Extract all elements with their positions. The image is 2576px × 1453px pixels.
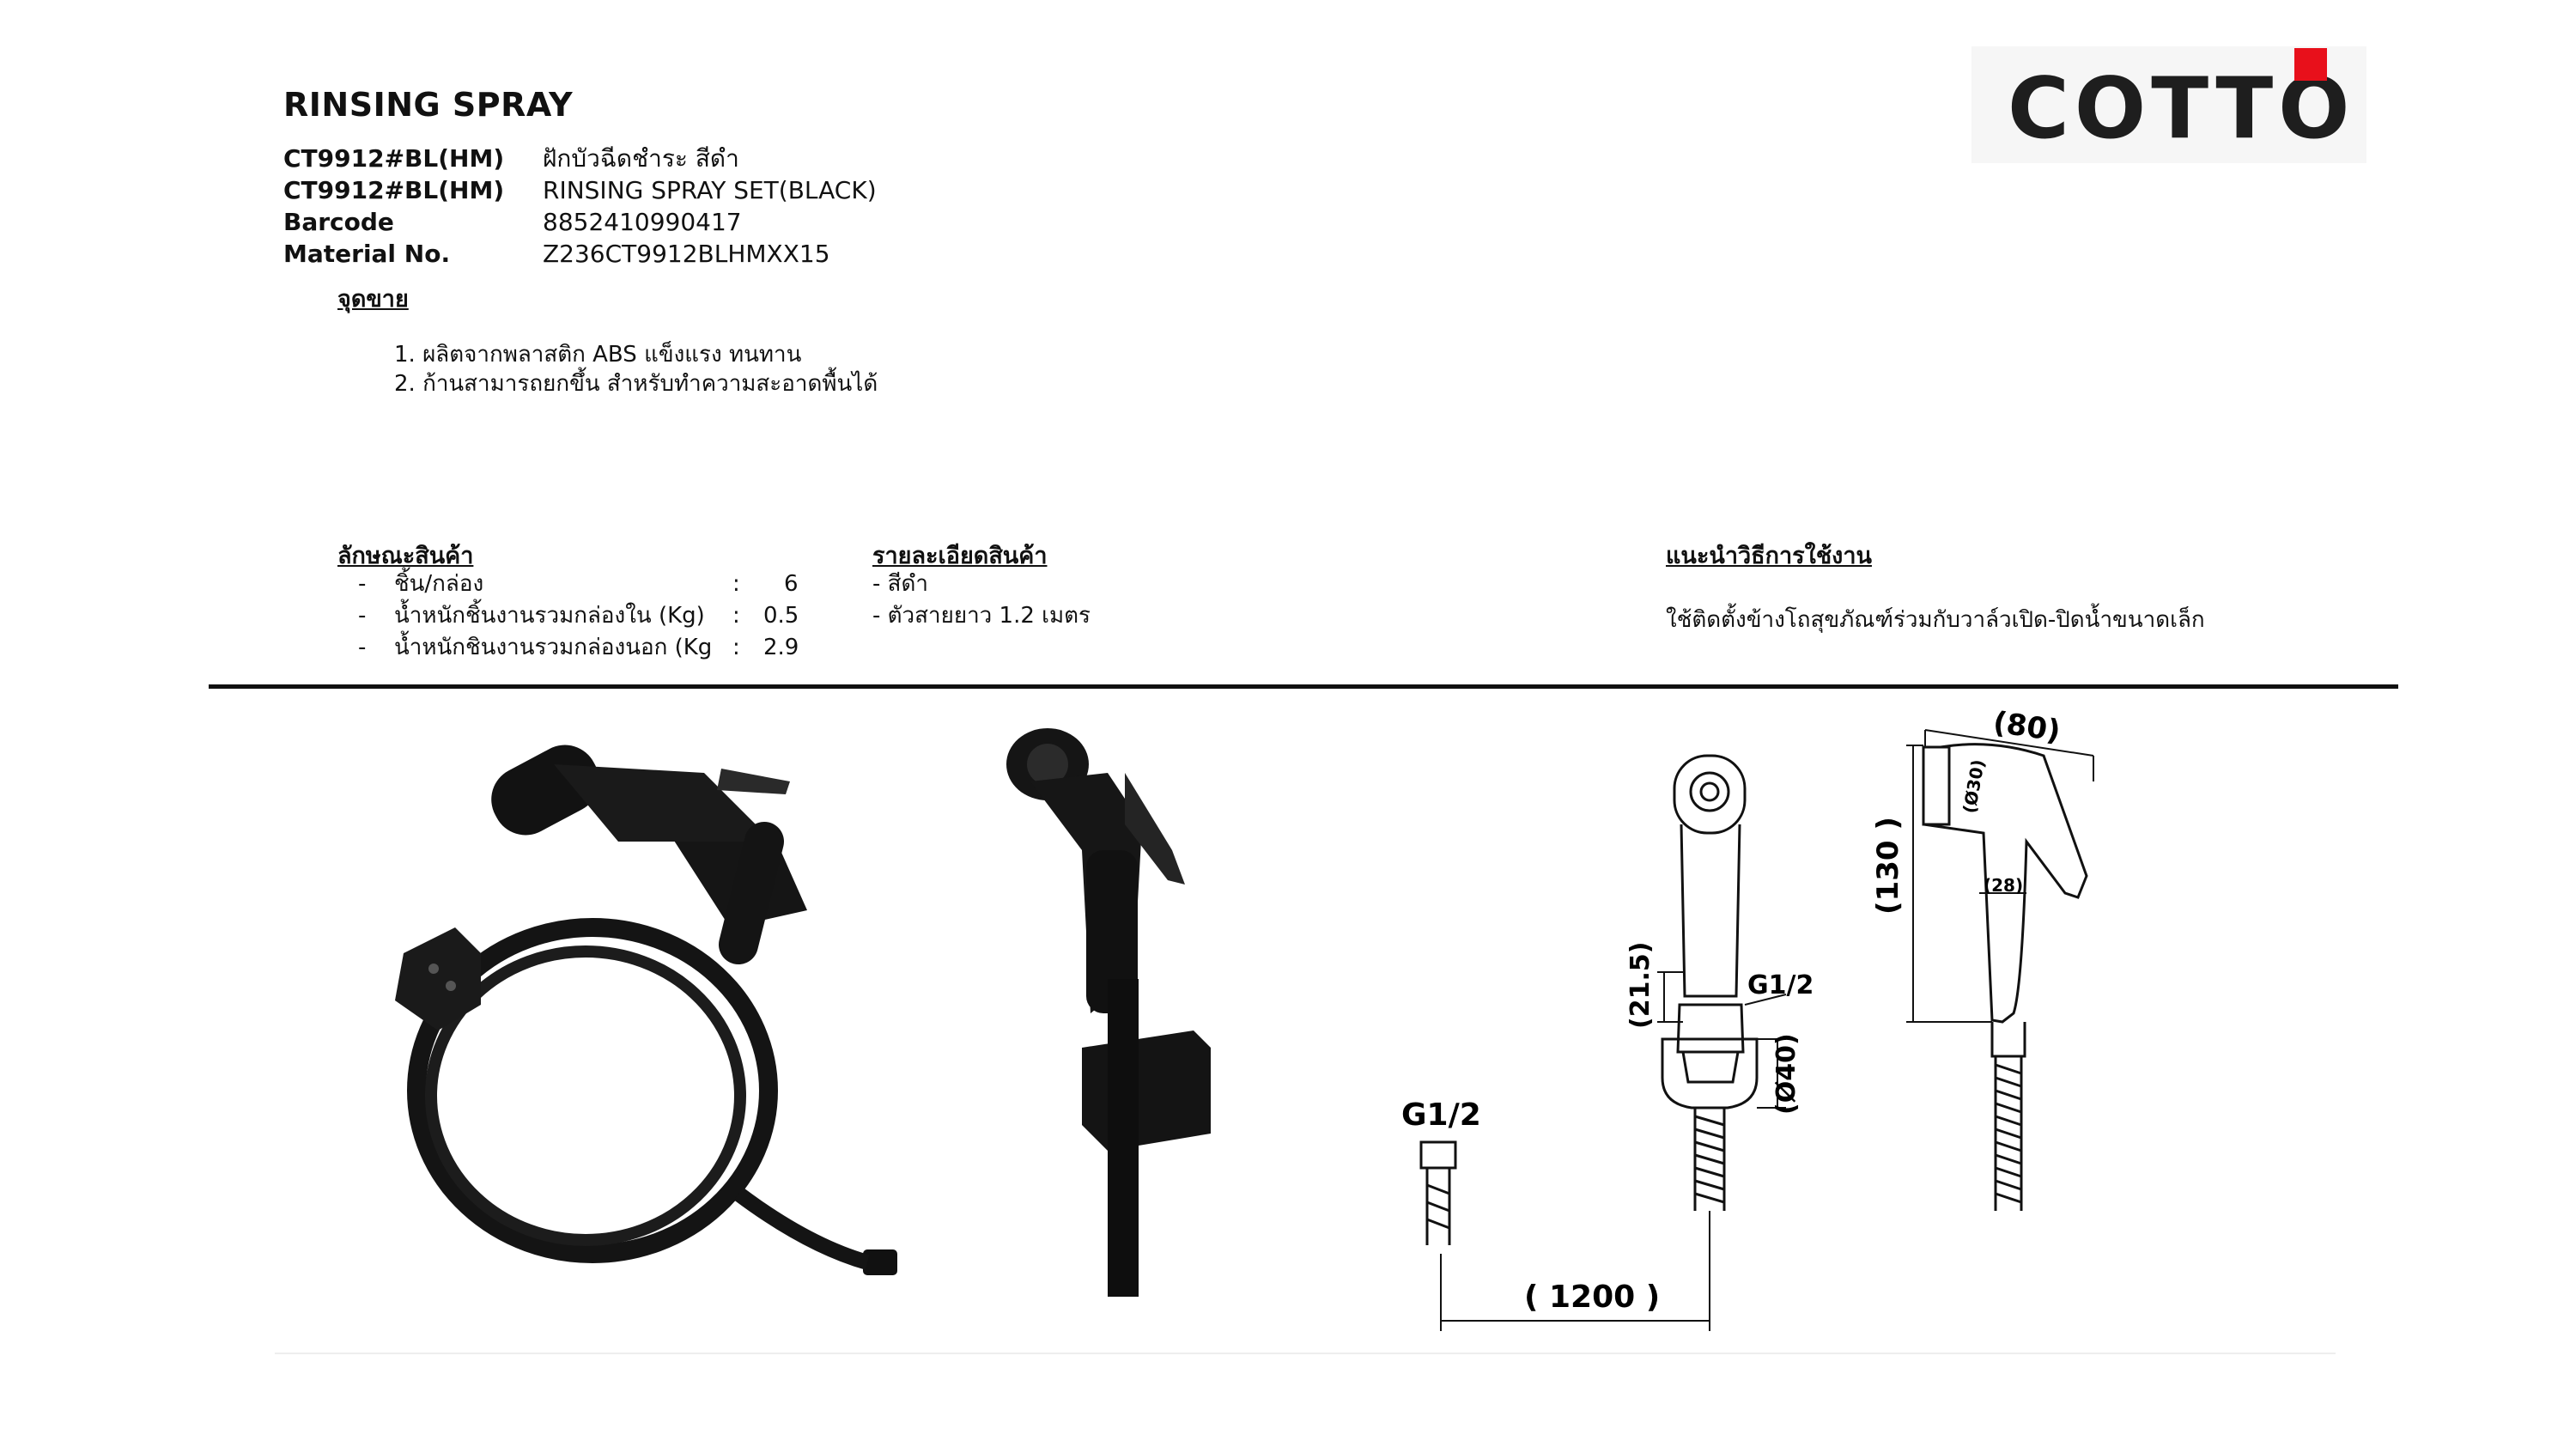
front-nozzle: [1689, 771, 1730, 812]
usage-text: ใช้ติดตั้งข้างโถสุขภัณฑ์ร่วมกับวาล์วเปิด…: [1666, 607, 2205, 633]
detail-row: - สีดำ: [872, 571, 928, 597]
front-bracket: [1661, 1037, 1759, 1110]
hose: [1108, 979, 1139, 1297]
hose-tail: [733, 1187, 870, 1270]
spec-value: ฝักบัวฉีดชำระ สีดำ: [543, 144, 739, 173]
end-fitting-hose: [1425, 1168, 1451, 1245]
section-divider: [209, 684, 2398, 689]
thread-end-label: G1/2: [1401, 1097, 1481, 1133]
dim-length-label: ( 1200 ): [1524, 1280, 1660, 1315]
spec-value: RINSING SPRAY SET(BLACK): [543, 176, 877, 204]
property-dash: -: [358, 603, 367, 629]
spray-grip: [1086, 850, 1138, 1013]
properties-heading: ลักษณะสินค้า: [337, 543, 474, 569]
product-photo-hose-set: [395, 745, 897, 1275]
selling-point: 2. ก้านสามารถยกขึ้น สำหรับทำความสะอาดพื้…: [394, 371, 878, 397]
selling-points-heading: จุดขาย: [337, 286, 409, 313]
side-collar: [1990, 1022, 2026, 1058]
spray-trigger: [717, 769, 790, 794]
front-hose-hatch: [1694, 1115, 1725, 1204]
side-hose-hatch: [1995, 1063, 2022, 1204]
dim-height-line: [1906, 745, 1992, 1023]
technical-drawing: ( 1200 ) (80) (130 ) (Ø30) (28) (21.5) (…: [1401, 705, 2094, 1331]
spec-key: Barcode: [283, 208, 394, 236]
bracket-hole: [428, 964, 439, 974]
bottom-faint-line: [275, 1353, 2336, 1354]
property-label: น้ำหนักชินงานรวมกล่องนอก (Kg: [394, 635, 713, 660]
dim-neck-label: (28): [1984, 875, 2023, 896]
spec-key: CT9912#BL(HM): [283, 144, 505, 173]
dim-clip-line: [1657, 971, 1683, 1023]
property-value: 6: [784, 571, 799, 597]
property-colon: :: [732, 603, 740, 629]
property-label: ชิ้น/กล่อง: [394, 571, 484, 597]
property-value: 0.5: [763, 603, 799, 629]
spec-key: Material No.: [283, 240, 451, 268]
property-dash: -: [358, 635, 367, 660]
side-head: [1922, 745, 1951, 826]
hose-coil-outer: [407, 918, 778, 1263]
hose-coil-inner: [425, 945, 746, 1246]
property-value: 2.9: [763, 635, 799, 660]
bracket-hole: [446, 981, 456, 991]
dim-base-line: [1757, 1038, 1786, 1109]
details-heading: รายละเอียดสินค้า: [872, 543, 1048, 569]
side-hose-outline: [1994, 1056, 2023, 1211]
front-nozzle-inner: [1699, 781, 1720, 802]
spec-value: 8852410990417: [543, 208, 742, 236]
spec-value: Z236CT9912BLHMXX15: [543, 240, 830, 268]
selling-points-list: 1. ผลิตจากพลาสติก ABS แข็งแรง ทนทาน 2. ก…: [394, 340, 878, 398]
selling-point: 1. ผลิตจากพลาสติก ABS แข็งแรง ทนทาน: [394, 342, 802, 368]
front-body-outline: [1680, 824, 1741, 998]
spray-body: [554, 764, 773, 842]
end-fitting-hatch: [1426, 1183, 1450, 1230]
detail-row: - ตัวสายยาว 1.2 เมตร: [872, 603, 1091, 629]
side-body-outline: [1922, 743, 2088, 1024]
dim-width-line: [1924, 729, 2094, 781]
logo-text: COTTO: [2008, 60, 2355, 158]
product-photo-mounted: [1006, 728, 1211, 1297]
end-fitting-nut: [1419, 1140, 1457, 1170]
property-dash: -: [358, 571, 367, 597]
spray-neck: [719, 822, 784, 964]
dim-length-line: [1440, 1211, 1710, 1331]
logo-red-square: [2294, 48, 2327, 81]
property-label: น้ำหนักชิ้นงานรวมกล่องใน (Kg): [394, 603, 705, 629]
nozzle-face: [1027, 744, 1068, 785]
thread-top-label: G1/2: [1747, 970, 1814, 1000]
spec-key: CT9912#BL(HM): [283, 176, 505, 204]
dim-head-dia-label: (Ø30): [1959, 758, 1989, 815]
spray-trigger: [1125, 773, 1185, 885]
thread-leader-line: [1744, 994, 1787, 1006]
usage-heading: แนะนำวิธีการใช้งาน: [1666, 543, 1872, 569]
front-collar: [1681, 1051, 1740, 1084]
front-clip: [1676, 1003, 1745, 1054]
dim-base-dia-label: (Ø40): [1771, 1033, 1801, 1115]
cotto-logo: COTTO: [1971, 46, 2366, 163]
wall-bracket: [1082, 1030, 1211, 1151]
hose-end-nut: [863, 1249, 897, 1275]
dim-height-label: (130 ): [1871, 817, 1905, 915]
dim-clip-label: (21.5): [1625, 942, 1656, 1029]
property-colon: :: [732, 571, 740, 597]
details-list: - สีดำ - ตัวสายยาว 1.2 เมตร: [872, 568, 1091, 632]
property-colon: :: [732, 635, 740, 660]
front-head-outline: [1673, 754, 1747, 835]
product-title: RINSING SPRAY: [283, 86, 574, 124]
wall-bracket: [395, 927, 481, 1030]
